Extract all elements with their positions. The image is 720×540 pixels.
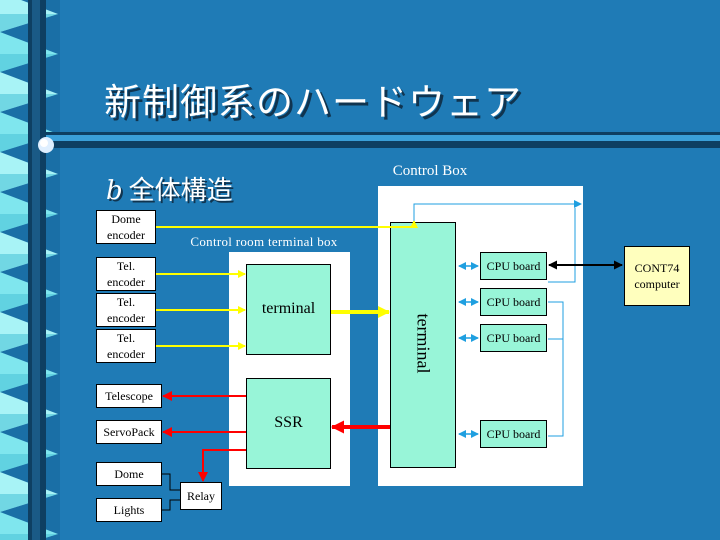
cpu-board-2: CPU board [480, 288, 547, 316]
dome-encoder-box: Dome encoder [96, 210, 156, 244]
tel-encoder-box-1: Tel. encoder [96, 257, 156, 291]
dome-box: Dome [96, 462, 162, 486]
dome-encoder-line2: encoder [107, 228, 145, 242]
dome-encoder-line1: Dome [111, 212, 141, 226]
relay-box: Relay [180, 482, 222, 510]
cpu-board-1: CPU board [480, 252, 547, 280]
control-box-label: Control Box [392, 163, 468, 179]
terminal-block: terminal [246, 264, 331, 355]
tel-encoder-3-line2: encoder [107, 347, 145, 361]
slide-title: 新制御系のハードウェア [104, 81, 522, 124]
tel-encoder-box-2: Tel. encoder [96, 293, 156, 327]
tel-encoder-box-3: Tel. encoder [96, 329, 156, 363]
cont74-line1: CONT74 [634, 261, 680, 275]
bullet-symbol: b [106, 176, 123, 206]
control-terminal-label: terminal [413, 313, 434, 374]
cont74-line2: computer [634, 277, 680, 291]
ssr-block: SSR [246, 378, 331, 469]
tel-encoder-3-line1: Tel. [116, 331, 136, 345]
control-terminal-block: terminal [390, 222, 456, 468]
cpu-board-3: CPU board [480, 324, 547, 352]
subtitle-text: 全体構造 [128, 176, 233, 206]
tel-encoder-2-line2: encoder [107, 311, 145, 325]
cpu-board-4: CPU board [480, 420, 547, 448]
control-room-terminal-box-label: Control room terminal box [190, 234, 338, 249]
tel-encoder-1-line2: encoder [107, 275, 145, 289]
tel-encoder-2-line1: Tel. [116, 295, 136, 309]
servopack-box: ServoPack [96, 420, 162, 444]
lights-box: Lights [96, 498, 162, 522]
tel-encoder-1-line1: Tel. [116, 259, 136, 273]
cont74-computer-box: CONT74 computer [624, 246, 690, 306]
telescope-box: Telescope [96, 384, 162, 408]
